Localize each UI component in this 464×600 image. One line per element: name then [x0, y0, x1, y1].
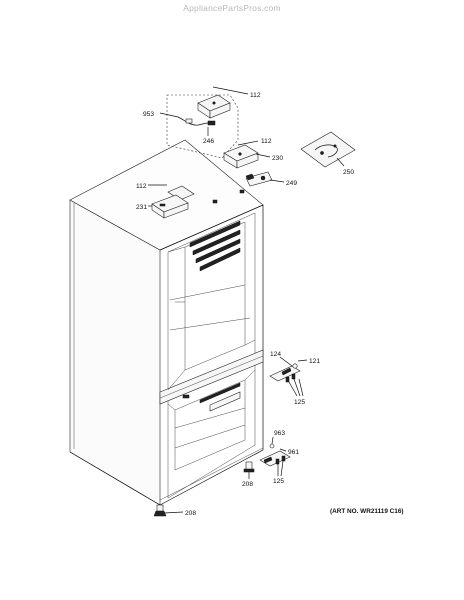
- callout-953: 953: [143, 111, 154, 118]
- callout-124: 124: [270, 351, 281, 358]
- callout-961: 961: [288, 449, 299, 456]
- watermark: AppliancePartsPros.com: [183, 3, 281, 13]
- thermostat-box-part: [223, 144, 259, 169]
- art-number: (ART NO. WR21119 C16): [330, 508, 404, 515]
- callout-208-bottom: 208: [185, 510, 196, 517]
- refrigerator-cabinet: [69, 139, 264, 506]
- callout-112-left: 112: [136, 183, 147, 190]
- callout-963: 963: [274, 430, 285, 437]
- control-panel-part: [151, 185, 195, 219]
- leveling-leg-bottom: [153, 504, 167, 517]
- callout-246: 246: [203, 138, 214, 145]
- air-vent-louvers: [189, 220, 241, 272]
- wire-harness-part: [177, 116, 216, 126]
- callout-125-upper: 125: [294, 399, 305, 406]
- bottom-hinge-assembly: [259, 443, 291, 467]
- callout-230: 230: [272, 155, 283, 162]
- cover-plate-part: [300, 131, 356, 168]
- callout-112-top: 112: [250, 92, 261, 99]
- callout-125-lower: 125: [273, 478, 284, 485]
- leader-lines: [148, 86, 345, 514]
- leveling-leg-right: [243, 461, 255, 473]
- bracket-part-249: [245, 171, 273, 187]
- control-box-part: [197, 94, 231, 119]
- callout-208-right: 208: [242, 481, 253, 488]
- callout-112-mid: 112: [261, 138, 272, 145]
- callout-231: 231: [136, 204, 147, 211]
- callout-121: 121: [309, 358, 320, 365]
- callout-249: 249: [286, 180, 297, 187]
- middle-hinge-assembly: [269, 363, 301, 383]
- callout-250: 250: [343, 169, 354, 176]
